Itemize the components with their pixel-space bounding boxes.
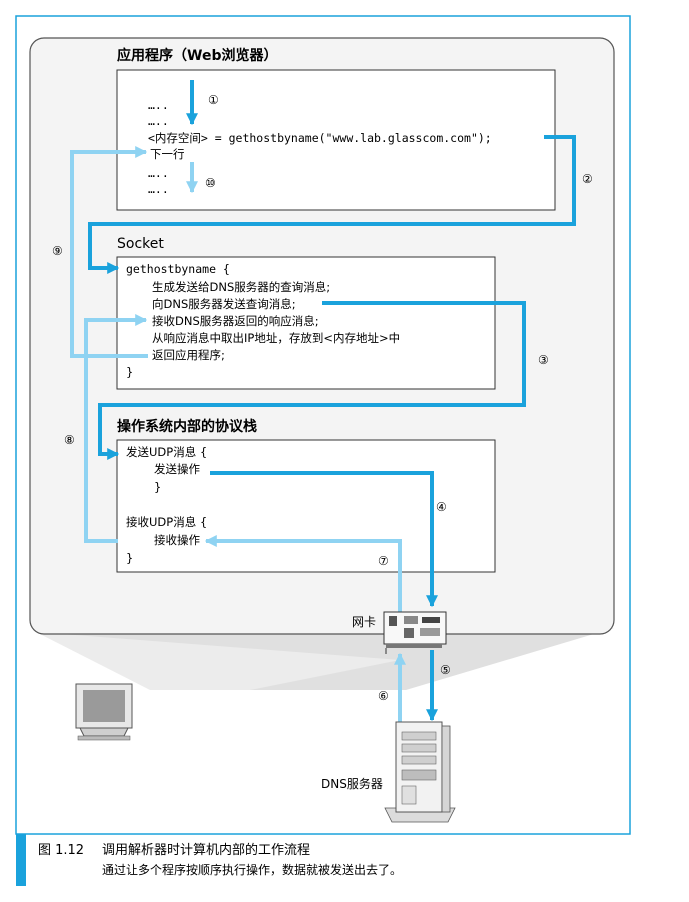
socket-line-5: 从响应消息中取出IP地址，存放到<内存地址>中 [152, 331, 400, 345]
os-line-3: } [154, 480, 161, 494]
socket-line-1: gethostbyname { [126, 262, 230, 276]
app-box-title: 应用程序（Web浏览器） [117, 47, 277, 64]
outer-frame [15, 15, 631, 835]
arrow-step-9 [70, 146, 148, 358]
os-box-title: 操作系统内部的协议栈 [117, 418, 257, 435]
arrow-step-7 [204, 535, 402, 614]
step-label-1: ① [208, 93, 219, 107]
caption-title: 调用解析器时计算机内部的工作流程 [102, 842, 310, 858]
app-box: 应用程序（Web浏览器） ….. ….. <内存空间> = gethostbyn… [116, 47, 556, 211]
arrow-step-3 [98, 301, 526, 460]
socket-line-2: 生成发送给DNS服务器的查询消息; [152, 280, 330, 294]
socket-line-6: 返回应用程序; [152, 348, 225, 362]
arrow-step-4 [210, 471, 438, 608]
app-line-call: <内存空间> = gethostbyname("www.lab.glasscom… [148, 131, 492, 145]
caption-figure-number: 图 1.12 [38, 843, 84, 858]
nic-card-icon [383, 611, 447, 654]
step-label-2: ② [582, 172, 593, 186]
socket-box-title: Socket [117, 236, 164, 252]
monitor-icon [75, 683, 133, 741]
os-line-4: 接收UDP消息 { [126, 515, 207, 529]
os-line-5: 接收操作 [154, 533, 200, 547]
os-line-1: 发送UDP消息 { [126, 445, 207, 459]
arrow-step-2 [88, 135, 576, 274]
os-box: 操作系统内部的协议栈 发送UDP消息 { 发送操作 } 接收UDP消息 { 接收… [116, 418, 496, 573]
dns-server-label: DNS服务器 [321, 776, 383, 791]
server-tower-icon [384, 721, 456, 823]
app-line-next: 下一行 [150, 147, 185, 161]
socket-box: Socket gethostbyname { 生成发送给DNS服务器的查询消息;… [116, 236, 496, 390]
step-label-7: ⑦ [378, 554, 389, 568]
os-line-6: } [126, 551, 133, 565]
socket-line-3: 向DNS服务器发送查询消息; [152, 297, 296, 311]
app-line-5: ….. [148, 166, 169, 180]
app-line-1: ….. [148, 98, 169, 112]
socket-line-7: } [126, 365, 133, 379]
step-label-6: ⑥ [378, 689, 389, 703]
socket-line-4: 接收DNS服务器返回的响应消息; [152, 314, 319, 328]
step-label-3: ③ [538, 353, 549, 367]
nic-label: 网卡 [352, 615, 376, 629]
step-label-8: ⑧ [64, 433, 75, 447]
os-line-2: 发送操作 [154, 462, 200, 476]
caption-description: 通过让多个程序按顺序执行操作，数据就被发送出去了。 [102, 862, 402, 877]
caption-bar [16, 834, 26, 886]
step-label-4: ④ [436, 500, 447, 514]
step-label-10: ⑩ [205, 176, 216, 190]
step-label-5: ⑤ [440, 663, 451, 677]
arrow-step-8 [84, 314, 148, 543]
step-label-9: ⑨ [52, 244, 63, 258]
app-line-6: ….. [148, 182, 169, 196]
app-line-2: ….. [148, 114, 169, 128]
